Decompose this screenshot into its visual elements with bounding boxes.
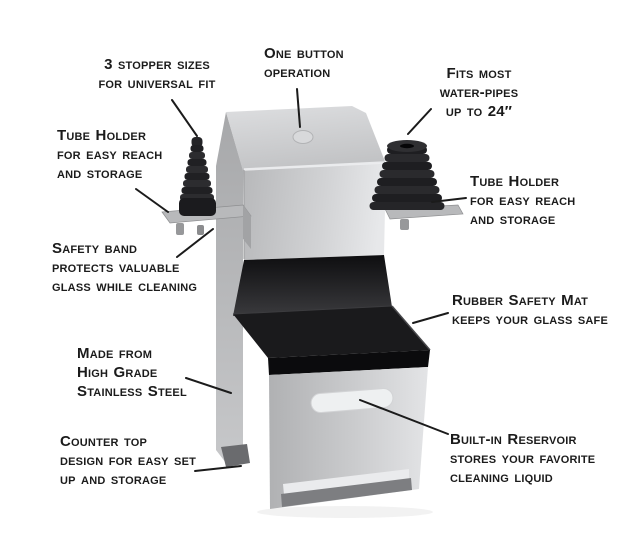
label-line: Fits most bbox=[446, 65, 512, 82]
leader-tube-holder-right bbox=[431, 197, 467, 203]
label-line: up to 24″ bbox=[445, 103, 513, 120]
leader-rubber-mat bbox=[412, 312, 449, 324]
label-line: and storage bbox=[57, 165, 143, 182]
leader-counter-top bbox=[194, 465, 242, 472]
left-bracket-pin bbox=[176, 223, 184, 235]
left-bracket-pin-2 bbox=[197, 225, 204, 235]
label-fits-most: Fits most water-pipes up to 24″ bbox=[424, 64, 534, 121]
label-line: water-pipes bbox=[439, 84, 519, 101]
label-line: glass while cleaning bbox=[52, 278, 198, 295]
label-line: for universal fit bbox=[98, 75, 216, 92]
label-line: Tube Holder bbox=[57, 127, 147, 144]
fold-highlight bbox=[243, 161, 386, 171]
leader-safety-band bbox=[176, 228, 214, 258]
label-counter-top: Counter top design for easy set up and s… bbox=[60, 432, 196, 489]
rubber-foot bbox=[221, 444, 250, 467]
machine-body bbox=[216, 106, 431, 509]
mat-back-edge bbox=[232, 305, 393, 315]
reservoir-window bbox=[310, 388, 394, 413]
label-line: and storage bbox=[470, 211, 556, 228]
label-line: Tube Holder bbox=[470, 173, 560, 190]
label-line: for easy reach bbox=[57, 146, 163, 163]
mat-front-lip bbox=[268, 350, 430, 375]
base-opening bbox=[283, 469, 409, 495]
label-line: protects valuable bbox=[52, 259, 180, 276]
label-line: operation bbox=[264, 64, 331, 81]
label-line: One button bbox=[264, 45, 344, 62]
leader-tube-holder-left bbox=[135, 188, 169, 213]
label-safety-band: Safety band protects valuable glass whil… bbox=[52, 239, 197, 296]
floor-shadow bbox=[257, 506, 433, 518]
cleaning-recess bbox=[233, 255, 392, 316]
left-stopper bbox=[179, 137, 216, 216]
label-tube-holder-right: Tube Holder for easy reach and storage bbox=[470, 172, 575, 229]
leader-stopper-sizes bbox=[171, 99, 198, 137]
rubber-safety-mat bbox=[233, 306, 430, 358]
label-line: up and storage bbox=[60, 471, 167, 488]
left-tube-holder bbox=[161, 137, 252, 249]
right-stopper bbox=[369, 140, 445, 210]
label-line: 3 stopper sizes bbox=[104, 56, 210, 73]
power-button bbox=[292, 130, 314, 144]
label-built-in: Built-in Reservoir stores your favorite … bbox=[450, 430, 595, 487]
tower-front-face bbox=[243, 163, 386, 260]
label-line: stores your favorite bbox=[450, 450, 596, 467]
leader-made-from bbox=[185, 377, 232, 394]
right-bracket-pin bbox=[400, 219, 409, 230]
label-one-button: One button operation bbox=[264, 44, 344, 82]
left-side-panel bbox=[216, 112, 243, 467]
mat-rim-highlight bbox=[391, 305, 431, 351]
label-line: Safety band bbox=[52, 240, 138, 257]
label-stopper-sizes: 3 stopper sizes for universal fit bbox=[90, 55, 224, 93]
label-line: Built-in Reservoir bbox=[450, 431, 577, 448]
base-frame-bar bbox=[281, 478, 412, 507]
label-line: cleaning liquid bbox=[450, 469, 553, 486]
leader-built-in bbox=[359, 399, 449, 435]
label-line: for easy reach bbox=[470, 192, 576, 209]
label-tube-holder-left: Tube Holder for easy reach and storage bbox=[57, 126, 162, 183]
label-line: Rubber Safety Mat bbox=[452, 292, 589, 309]
label-line: Stainless Steel bbox=[77, 383, 187, 400]
label-line: Counter top bbox=[60, 433, 148, 450]
label-rubber-mat: Rubber Safety Mat keeps your glass safe bbox=[452, 291, 608, 329]
label-made-from: Made from High Grade Stainless Steel bbox=[77, 344, 187, 401]
right-tube-holder bbox=[369, 140, 464, 230]
label-line: keeps your glass safe bbox=[452, 311, 609, 328]
label-line: Made from bbox=[77, 345, 153, 362]
left-bracket-flange bbox=[243, 205, 251, 249]
label-line: design for easy set bbox=[60, 452, 197, 469]
leader-fits-most bbox=[407, 108, 432, 135]
leader-one-button bbox=[296, 88, 301, 128]
leader-lines bbox=[135, 88, 467, 472]
label-line: High Grade bbox=[77, 364, 158, 381]
